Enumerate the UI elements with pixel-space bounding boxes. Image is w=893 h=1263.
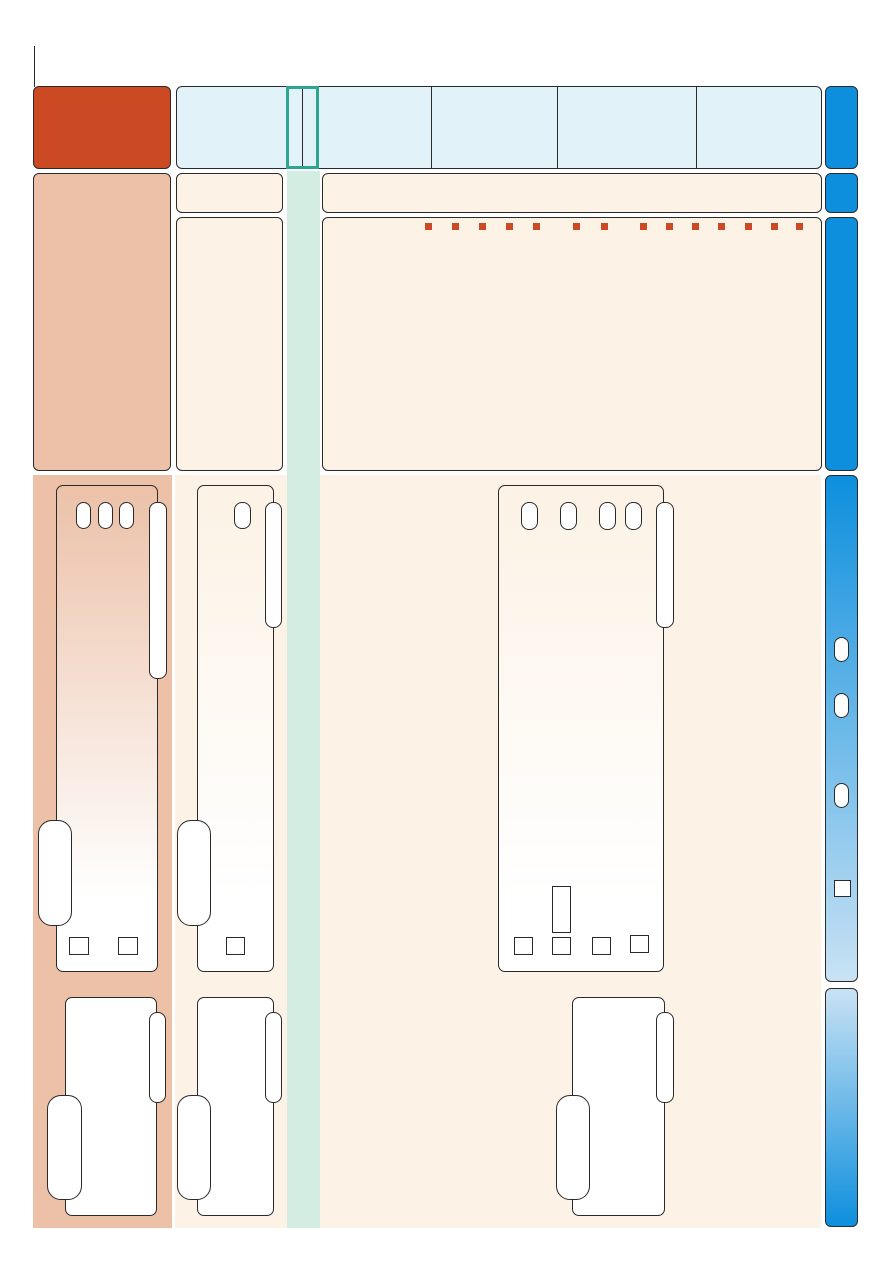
header-orange-block bbox=[33, 86, 171, 169]
right-checkbox[interactable] bbox=[834, 880, 851, 897]
marker-dot bbox=[425, 223, 432, 230]
card-c-port-2[interactable] bbox=[552, 937, 571, 955]
marker-dot bbox=[640, 223, 647, 230]
card-a-scroll-handle[interactable] bbox=[149, 502, 167, 679]
device-card-a bbox=[56, 485, 158, 972]
card-b-port-1[interactable] bbox=[226, 937, 245, 955]
marker-dot bbox=[718, 223, 725, 230]
marker-dot bbox=[745, 223, 752, 230]
right-tab-header[interactable] bbox=[825, 86, 858, 169]
bottom-card-b-side-handle[interactable] bbox=[177, 1095, 211, 1200]
marker-dot bbox=[692, 223, 699, 230]
card-a-port-2[interactable] bbox=[118, 937, 138, 955]
device-card-c bbox=[498, 485, 664, 972]
marker-dot bbox=[573, 223, 580, 230]
right-tab-row-4[interactable] bbox=[825, 988, 858, 1227]
header-divider-1 bbox=[431, 87, 432, 168]
marker-dot bbox=[479, 223, 486, 230]
card-b-indicator-1[interactable] bbox=[234, 502, 251, 529]
header-divider-3 bbox=[696, 87, 697, 168]
card-a-indicator-1[interactable] bbox=[76, 502, 91, 529]
header-divider-2 bbox=[557, 87, 558, 168]
card-a-indicator-2[interactable] bbox=[98, 502, 113, 529]
marker-dot bbox=[533, 223, 540, 230]
card-c-tall-slot[interactable] bbox=[552, 886, 571, 933]
mint-column-strip bbox=[287, 171, 320, 1228]
selected-column-divider bbox=[302, 89, 303, 166]
card-c-indicator-3[interactable] bbox=[599, 502, 616, 530]
card-b-scroll-handle[interactable] bbox=[265, 502, 282, 628]
card-c-indicator-4[interactable] bbox=[625, 502, 642, 530]
right-tab-row-3[interactable] bbox=[825, 475, 858, 982]
right-tab-row-1[interactable] bbox=[825, 173, 858, 213]
marker-dot bbox=[452, 223, 459, 230]
left-margin-line bbox=[34, 46, 35, 87]
card-a-side-handle[interactable] bbox=[38, 820, 72, 926]
marker-dot bbox=[771, 223, 778, 230]
right-toggle-3[interactable] bbox=[834, 783, 849, 808]
marker-dot bbox=[796, 223, 803, 230]
bottom-card-a-side-handle[interactable] bbox=[47, 1095, 82, 1200]
bottom-card-a-scroll-handle[interactable] bbox=[149, 1012, 166, 1103]
card-b-side-handle[interactable] bbox=[177, 820, 211, 926]
bottom-card-b-scroll-handle[interactable] bbox=[265, 1012, 282, 1103]
card-c-port-3[interactable] bbox=[592, 937, 611, 955]
row-1-label-cell bbox=[176, 173, 283, 213]
header-columns-bar bbox=[176, 86, 822, 169]
card-a-port-1[interactable] bbox=[69, 937, 89, 955]
card-c-indicator-2[interactable] bbox=[560, 502, 577, 530]
card-c-scroll-handle[interactable] bbox=[656, 502, 674, 628]
card-c-indicator-1[interactable] bbox=[521, 502, 538, 530]
left-salmon-panel bbox=[33, 173, 171, 471]
marker-dot bbox=[666, 223, 673, 230]
card-c-port-1[interactable] bbox=[514, 937, 533, 955]
row-2-content-cell bbox=[322, 217, 822, 471]
card-c-port-4[interactable] bbox=[630, 935, 649, 953]
bottom-card-c-side-handle[interactable] bbox=[556, 1095, 590, 1200]
right-toggle-1[interactable] bbox=[834, 637, 849, 662]
bottom-card-c-scroll-handle[interactable] bbox=[656, 1012, 674, 1103]
marker-dot bbox=[601, 223, 608, 230]
row-1-content-cell bbox=[322, 173, 822, 213]
marker-dot bbox=[506, 223, 513, 230]
card-a-indicator-3[interactable] bbox=[119, 502, 134, 529]
row-2-label-cell bbox=[176, 217, 283, 471]
right-tab-row-2[interactable] bbox=[825, 217, 858, 471]
right-toggle-2[interactable] bbox=[834, 693, 849, 718]
